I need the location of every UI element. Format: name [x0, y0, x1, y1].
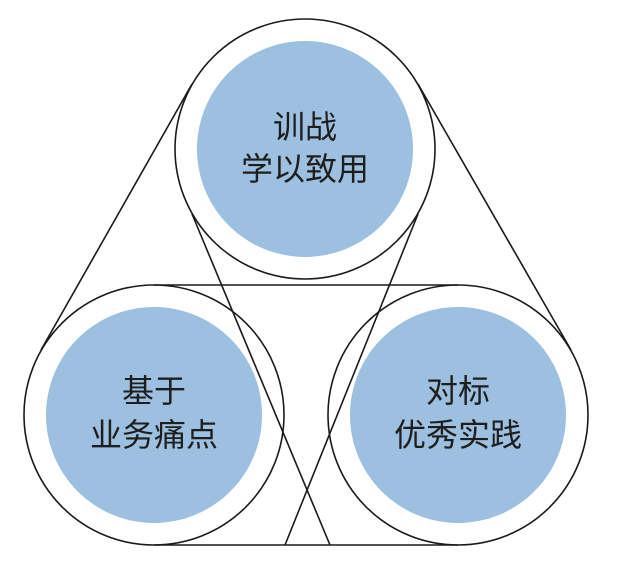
band-line-top-left [40, 83, 193, 351]
cross-line-2 [284, 213, 419, 546]
top-circle [197, 41, 413, 257]
top-outer-ring [174, 18, 436, 280]
band-line-top-right [417, 83, 572, 351]
right-circle [350, 307, 566, 523]
top-label-line2: 学以致用 [241, 150, 369, 188]
left-label-line1: 基于 [122, 372, 186, 410]
left-circle [46, 307, 262, 523]
right-label-line1: 对标 [426, 372, 490, 410]
left-label-line2: 业务痛点 [90, 416, 218, 454]
right-label-line2: 优秀实践 [394, 416, 522, 454]
top-label-line1: 训战 [273, 108, 337, 146]
labels: 训战 学以致用 基于 业务痛点 对标 优秀实践 [90, 108, 522, 454]
inner-circles [46, 41, 566, 523]
outline-group [23, 18, 589, 546]
